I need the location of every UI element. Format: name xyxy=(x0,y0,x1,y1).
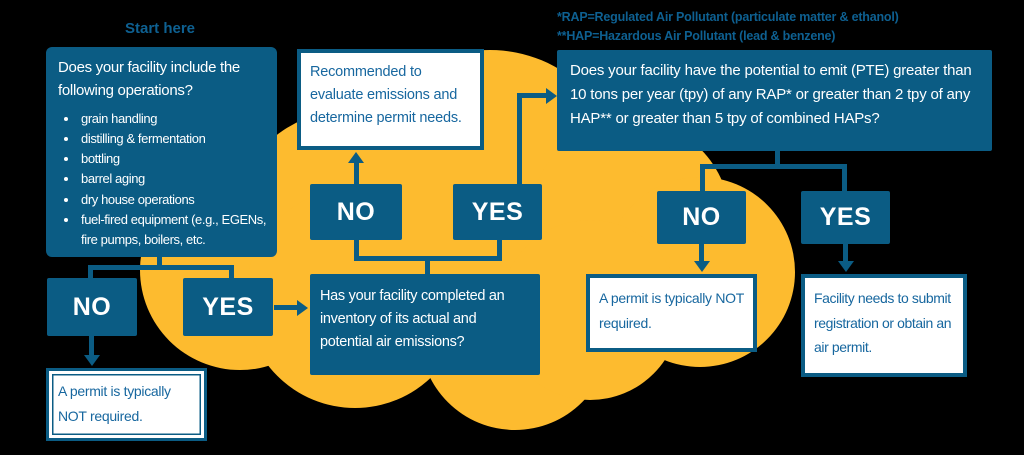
outcome-no-permit-right-box: A permit is typically NOT required. xyxy=(586,274,757,352)
connector-line xyxy=(517,93,522,184)
arrow-up xyxy=(348,152,364,163)
connector-line xyxy=(700,164,705,191)
bullet-item: dry house operations xyxy=(79,190,267,210)
decision-yes-middle: YES xyxy=(453,184,542,240)
connector-line xyxy=(89,336,94,357)
question-operations-text: Does your facility include the following… xyxy=(58,59,240,99)
decision-yes-left: YES xyxy=(183,278,273,336)
arrow-right xyxy=(546,88,557,104)
recommend-evaluate-box: Recommended to evaluate emissions and de… xyxy=(297,49,484,150)
bullet-item: barrel aging xyxy=(79,169,267,189)
footnote-rap: *RAP=Regulated Air Pollutant (particulat… xyxy=(557,10,899,24)
connector-line xyxy=(517,93,547,98)
start-here-label: Start here xyxy=(124,20,196,37)
footnote-hap: **HAP=Hazardous Air Pollutant (lead & be… xyxy=(557,29,836,43)
connector-line xyxy=(354,162,359,184)
bullet-item: fuel-fired equipment (e.g., EGENs, fire … xyxy=(79,210,267,250)
outcome-no-permit-left-box: A permit is typically NOT required. xyxy=(46,368,207,441)
bullet-item: grain handling xyxy=(79,109,267,129)
connector-line xyxy=(354,240,359,261)
connector-line xyxy=(88,265,93,279)
question-pte-box: Does your facility have the potential to… xyxy=(557,50,992,151)
decision-no-left: NO xyxy=(47,278,137,336)
decision-no-right: NO xyxy=(657,191,746,244)
connector-line xyxy=(699,244,704,262)
question-operations-box: Does your facility include the following… xyxy=(46,47,277,257)
connector-line xyxy=(700,164,847,169)
connector-line xyxy=(157,255,162,270)
question-inventory-box: Has your facility completed an inventory… xyxy=(310,274,540,375)
connector-line xyxy=(842,164,847,191)
bullet-item: distilling & fermentation xyxy=(79,129,267,149)
arrow-down xyxy=(838,261,854,272)
connector-line xyxy=(497,240,502,261)
operations-bullet-list: grain handling distilling & fermentation… xyxy=(58,109,267,250)
connector-line xyxy=(274,305,298,310)
decision-yes-right: YES xyxy=(801,191,890,244)
arrow-down xyxy=(84,355,100,366)
outcome-registration-box: Facility needs to submit registration or… xyxy=(801,274,967,377)
connector-line xyxy=(425,256,430,274)
bullet-item: bottling xyxy=(79,149,267,169)
arrow-down xyxy=(694,261,710,272)
connector-line xyxy=(775,151,780,168)
connector-line xyxy=(229,265,234,279)
arrow-right xyxy=(297,300,308,316)
connector-line xyxy=(843,244,848,262)
decision-no-middle: NO xyxy=(310,184,402,240)
connector-line xyxy=(88,265,234,270)
